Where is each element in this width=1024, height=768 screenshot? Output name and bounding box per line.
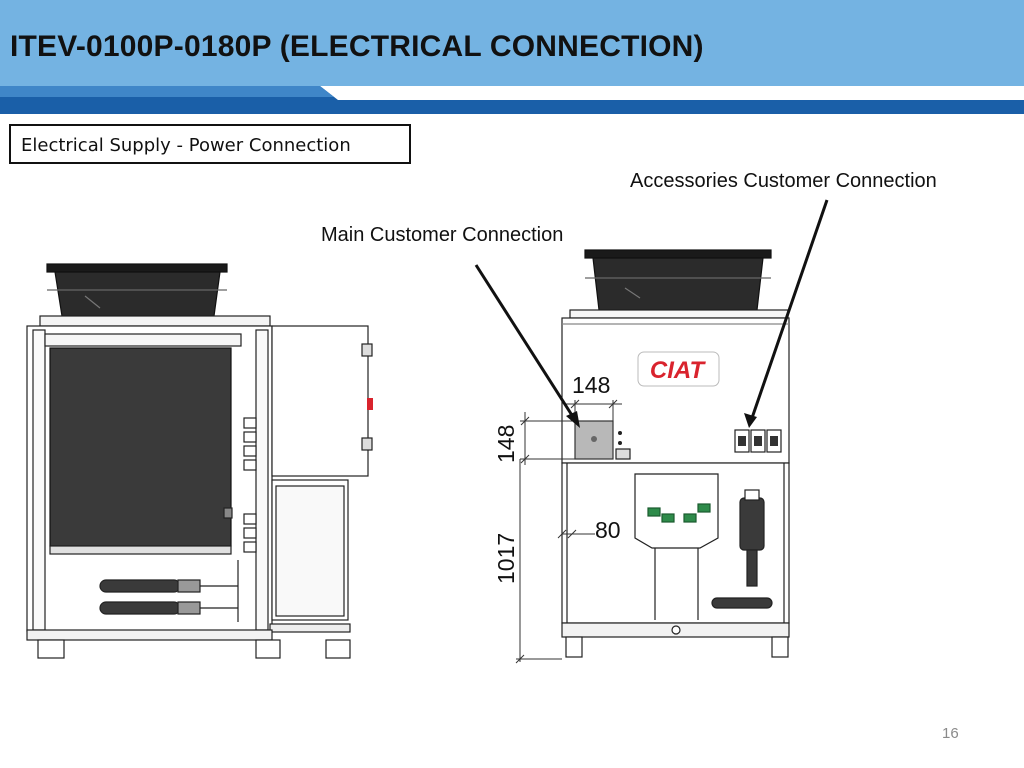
dimension-148-width: 148 (572, 372, 611, 398)
header-band (0, 86, 1024, 114)
section-label: Electrical Supply - Power Connection (21, 135, 351, 156)
side-view-drawing (26, 263, 373, 659)
dimension-148-height: 148 (493, 424, 519, 463)
fan-icon (569, 249, 789, 319)
accessories-connection-label: Accessories Customer Connection (630, 170, 937, 192)
dimension-80: 80 (595, 517, 621, 543)
front-view-drawing (561, 249, 790, 658)
callout-arrows (474, 199, 829, 428)
slide-title: ITEV-0100P-0180P (ELECTRICAL CONNECTION) (10, 30, 704, 63)
svg-text:CIAT: CIAT (650, 357, 707, 384)
accessories-connection-panel (734, 429, 782, 453)
main-connection-label: Main Customer Connection (321, 224, 564, 246)
page-number: 16 (942, 725, 959, 742)
fan-icon (39, 263, 271, 327)
title-bar: ITEV-0100P-0180P (ELECTRICAL CONNECTION) (0, 0, 1024, 86)
section-label-box: Electrical Supply - Power Connection (9, 124, 411, 164)
ciat-logo: CIAT (637, 351, 720, 387)
dimension-1017: 1017 (493, 532, 519, 584)
dimension-lines (515, 399, 622, 664)
